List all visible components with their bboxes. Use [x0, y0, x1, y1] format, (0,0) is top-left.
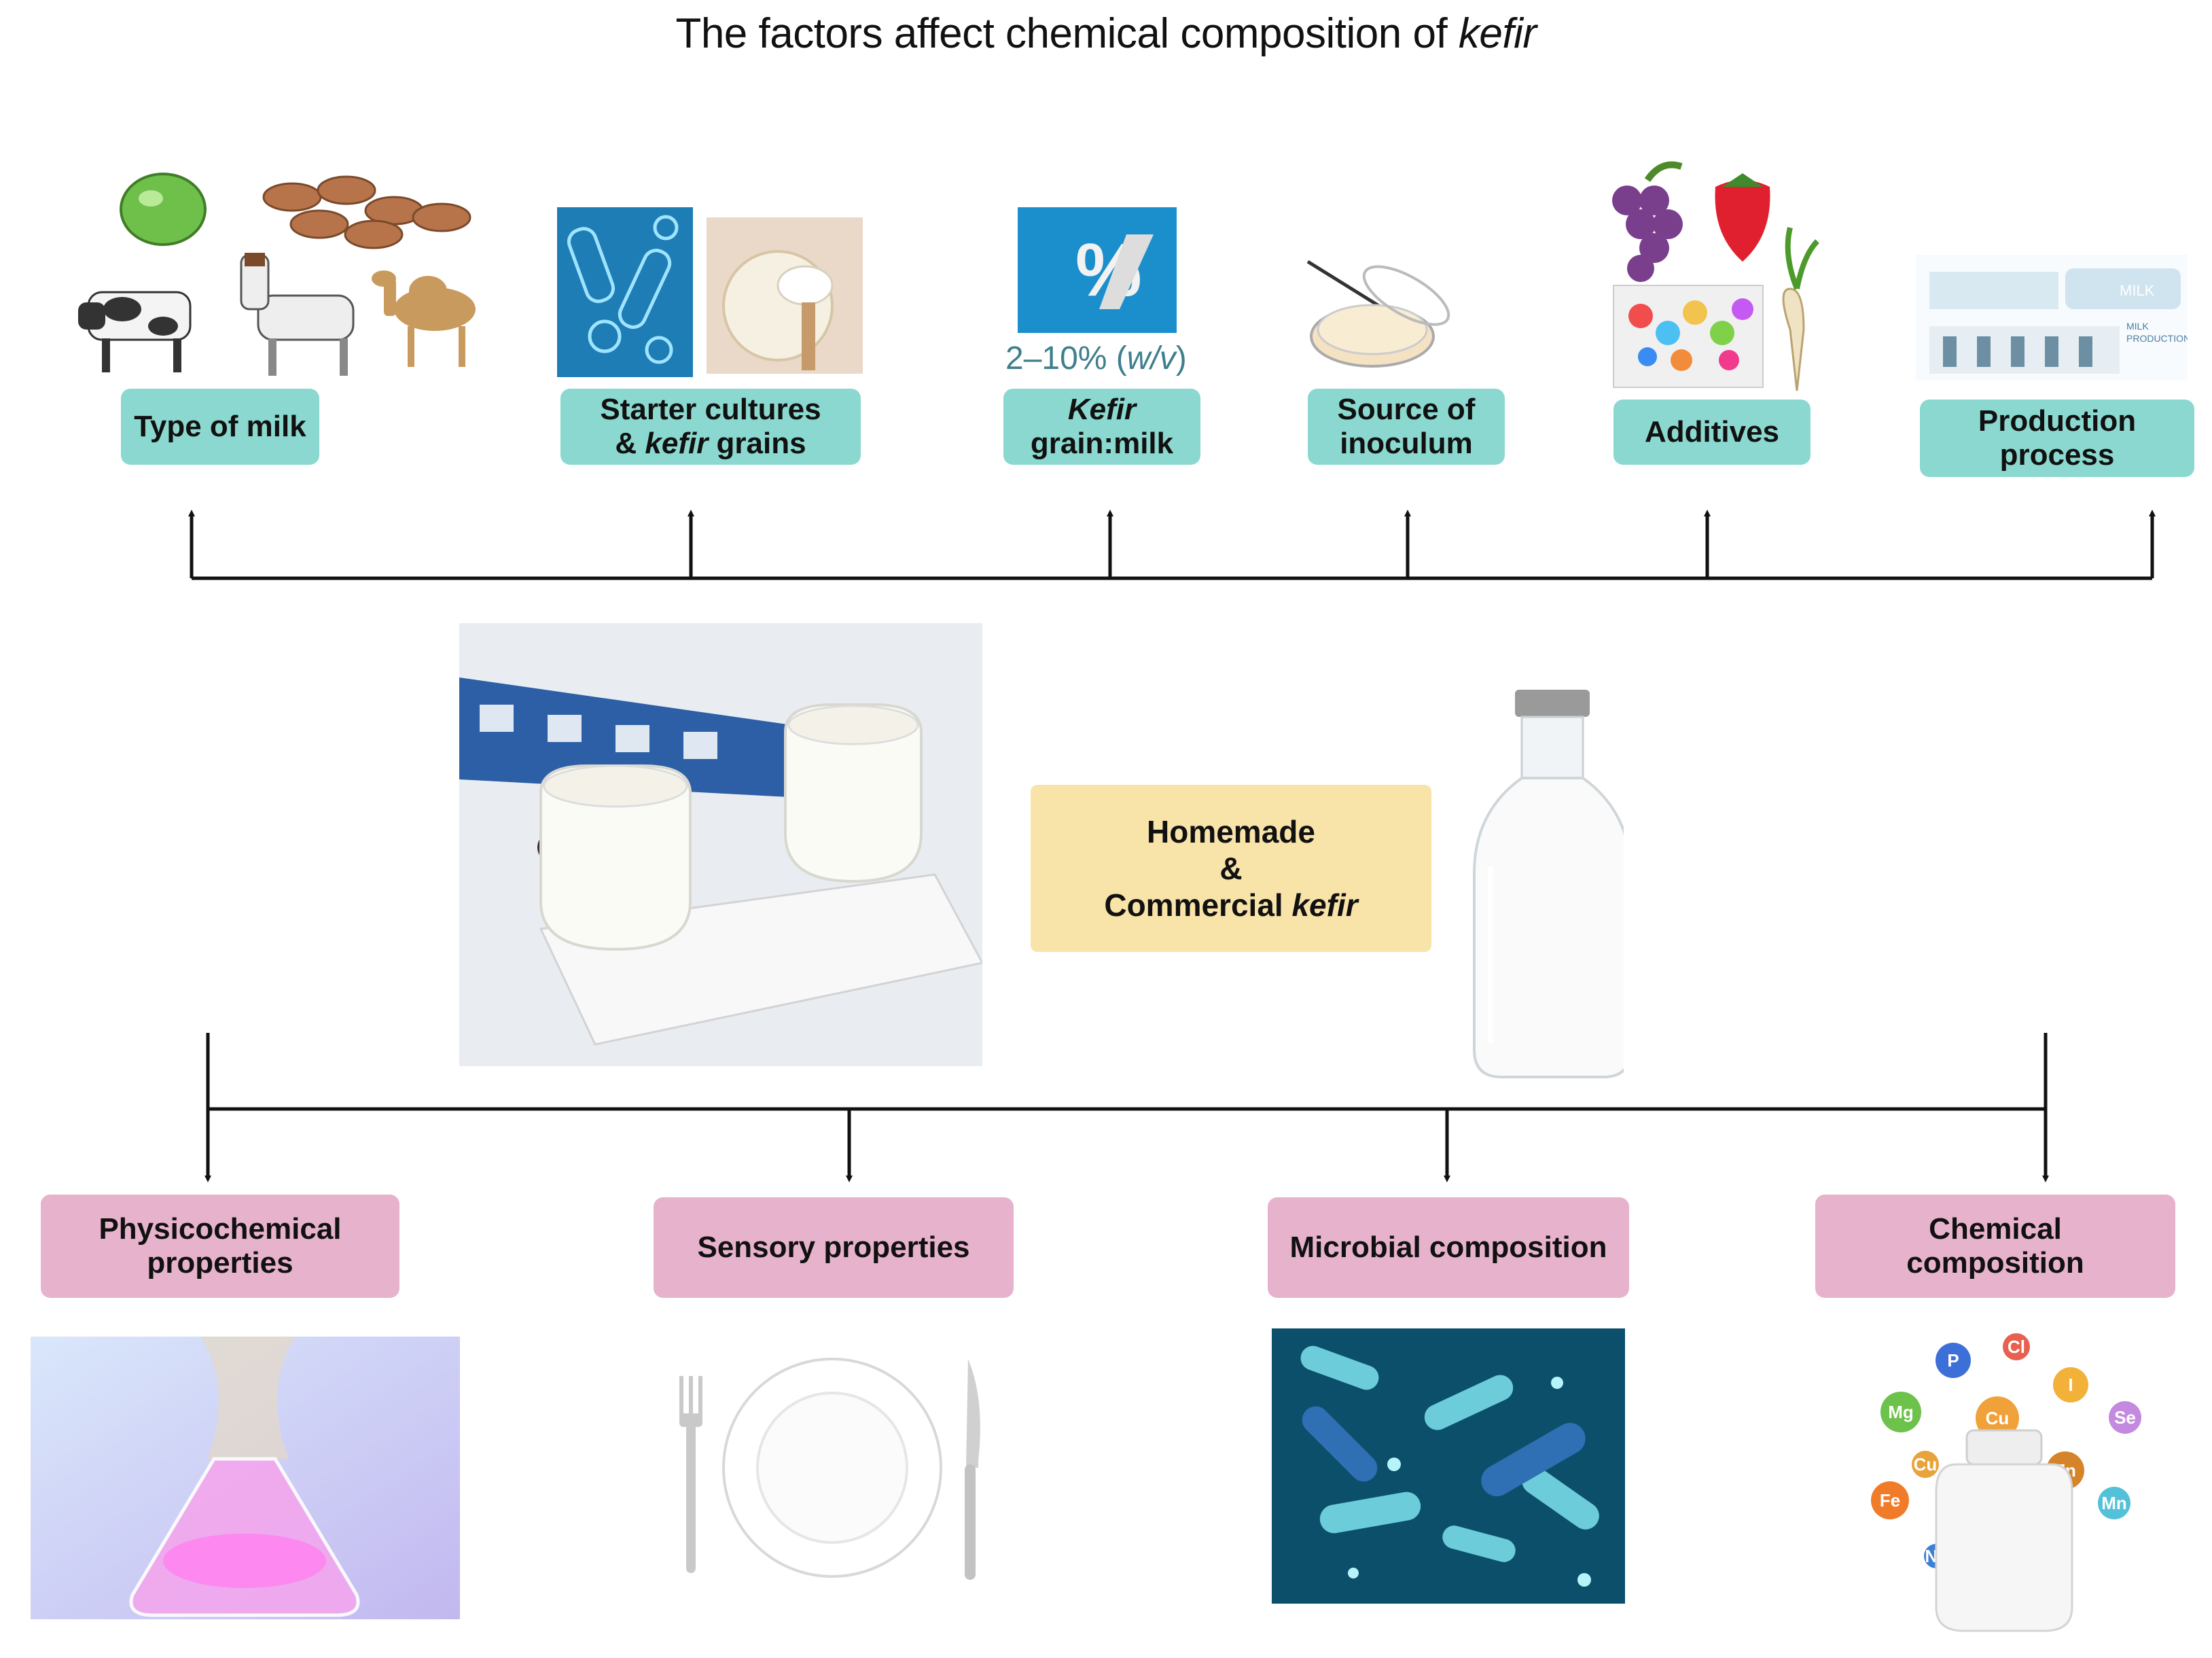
factor-label: Type of milk: [134, 410, 306, 443]
factor-label-part: grains: [708, 427, 806, 460]
center-line-3: Commercial: [1104, 887, 1292, 923]
mineral-label: Mn: [2101, 1493, 2127, 1513]
ratio-text-end: ): [1175, 340, 1187, 376]
bacteria-and-grains-icon: [557, 207, 863, 377]
factor-starter-cultures: Starter cultures & kefir grains: [560, 389, 861, 465]
minerals-icon: P Cl Mg Cu I Se Cu Zn Fe Mn K Na: [1871, 1333, 2141, 1632]
factor-additives: Additives: [1613, 400, 1810, 465]
outcome-label: properties: [147, 1246, 293, 1280]
title-italic: kefir: [1458, 10, 1537, 57]
mineral-label: Se: [2114, 1407, 2136, 1428]
svg-text:MILK: MILK: [2126, 321, 2149, 332]
outcome-label: Chemical: [1929, 1212, 2062, 1246]
factor-source-of-inoculum: Source of inoculum: [1308, 389, 1505, 465]
svg-text:MILK: MILK: [2120, 282, 2155, 299]
title-text: The factors affect chemical composition …: [675, 10, 1459, 57]
center-line-2: &: [1219, 851, 1243, 886]
mineral-label: I: [2068, 1375, 2073, 1395]
factor-label-italic: Kefir: [1067, 393, 1137, 426]
factor-label-italic: kefir: [645, 427, 709, 460]
factor-label: Production: [1978, 404, 2137, 438]
ratio-italic: w/v: [1126, 340, 1176, 376]
factor-label-part: &: [615, 427, 645, 460]
factor-label: Starter cultures: [600, 393, 821, 426]
diagram-title: The factors affect chemical composition …: [0, 10, 2212, 58]
factor-production-process: Production process: [1920, 400, 2194, 477]
outcome-microbial-composition: Microbial composition: [1268, 1197, 1629, 1298]
factor-label: process: [1999, 438, 2115, 472]
center-line-1: Homemade: [1147, 814, 1315, 849]
outcome-sensory-properties: Sensory properties: [654, 1197, 1014, 1298]
microbes-icon: [1272, 1328, 1625, 1604]
mineral-label: P: [1947, 1350, 1959, 1371]
mineral-label: Cu: [1914, 1454, 1938, 1475]
outcome-label: Physicochemical: [99, 1212, 342, 1246]
factor-kefir-grain-milk: Kefir grain:milk: [1003, 389, 1200, 465]
ratio-text: 2–10% (: [1005, 340, 1127, 376]
factor-type-of-milk: Type of milk: [121, 389, 319, 465]
kefir-jars-photo: [459, 623, 982, 1066]
milk-sources-icon: [78, 173, 476, 376]
factory-icon: MILK MILK PRODUCTION: [1916, 255, 2188, 381]
flask-icon: [31, 1337, 460, 1619]
factor-label: inoculum: [1340, 427, 1473, 460]
outcome-label: Sensory properties: [697, 1231, 970, 1264]
mineral-label: Mg: [1888, 1402, 1914, 1422]
outcome-label: Microbial composition: [1289, 1231, 1607, 1264]
mineral-label: Cl: [2008, 1337, 2025, 1357]
ratio-label: 2–10% (w/v): [1005, 340, 1187, 377]
svg-text:PRODUCTION: PRODUCTION: [2126, 333, 2188, 344]
center-line-3-italic: kefir: [1291, 887, 1358, 923]
outcome-chemical-composition: Chemical composition: [1815, 1195, 2175, 1298]
fruits-vitamins-icon: [1612, 161, 1819, 391]
percent-icon: %: [1018, 207, 1177, 333]
factor-label: grain:milk: [1030, 427, 1174, 460]
mineral-label: Cu: [1986, 1408, 2010, 1428]
milk-bottle-photo: [1473, 690, 1624, 1078]
outcome-label: composition: [1906, 1246, 2084, 1280]
factor-label: Source of: [1337, 393, 1476, 426]
petri-dish-icon: [1306, 260, 1450, 368]
outcome-physicochemical-properties: Physicochemical properties: [41, 1195, 399, 1298]
kefir-type-box: Homemade & Commercial kefir: [1031, 785, 1431, 952]
plate-cutlery-icon: [679, 1358, 980, 1580]
mineral-label: Fe: [1880, 1490, 1900, 1511]
factor-label: Additives: [1644, 415, 1780, 448]
